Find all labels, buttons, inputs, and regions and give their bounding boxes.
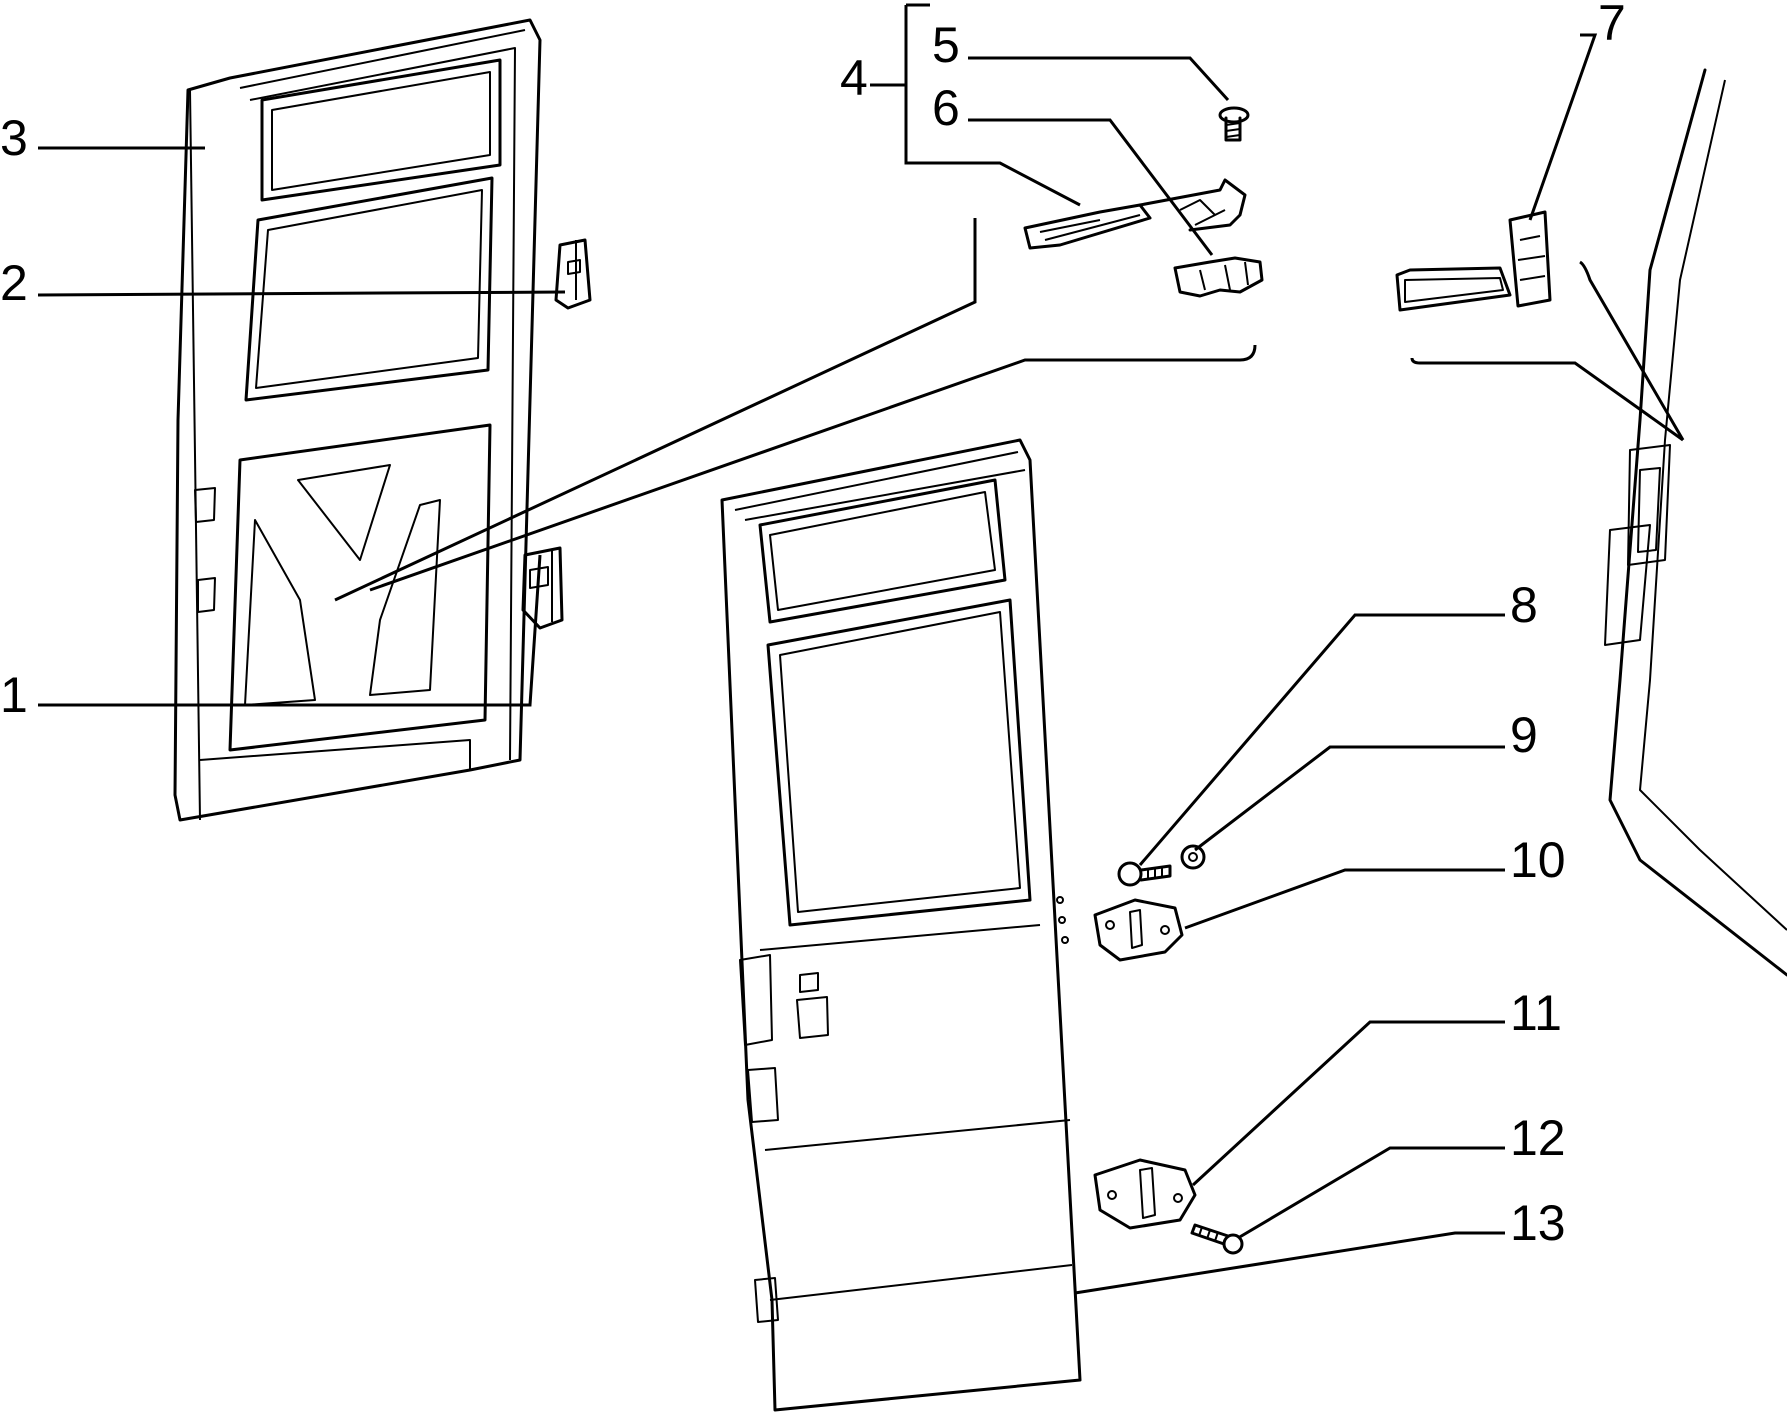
screw-item12-drawing: [1190, 1223, 1244, 1255]
callout-2: 2: [0, 255, 28, 311]
hinge-plate-item10-drawing: [1093, 898, 1184, 962]
leader-lines: [37, 3, 1685, 1295]
hinge-lower-left-drawing: [521, 546, 564, 630]
hinge-plate-item11-drawing: [1093, 1158, 1197, 1230]
callout-7: 7: [1598, 0, 1626, 51]
callout-10: 10: [1510, 832, 1566, 888]
check-strap-item4-drawing: [1023, 178, 1247, 250]
clip-item6-drawing: [1173, 256, 1264, 298]
callout-9: 9: [1510, 707, 1538, 763]
callout-13: 13: [1510, 1195, 1566, 1251]
left-rear-door-drawing: [173, 18, 542, 822]
callout-11: 11: [1510, 985, 1562, 1041]
callout-6: 6: [932, 80, 960, 136]
check-arm-item7-drawing: [1395, 210, 1552, 312]
callout-4: 4: [840, 50, 868, 106]
callout-5: 5: [932, 17, 960, 73]
right-rear-door-drawing: [720, 438, 1082, 1412]
callout-8: 8: [1510, 577, 1538, 633]
hinge-upper-left-drawing: [554, 238, 592, 310]
callout-3: 3: [0, 110, 28, 166]
bolt-item8-drawing: [1117, 861, 1172, 887]
callout-labels: 1 2 3 4 5 6 7 8 9 10 11 12 13: [0, 0, 1626, 1251]
callout-1: 1: [0, 667, 28, 723]
nut-item9-drawing: [1180, 844, 1206, 870]
body-pillar-drawing: [1604, 68, 1787, 977]
screw-item5-drawing: [1218, 106, 1250, 142]
callout-12: 12: [1510, 1110, 1566, 1166]
